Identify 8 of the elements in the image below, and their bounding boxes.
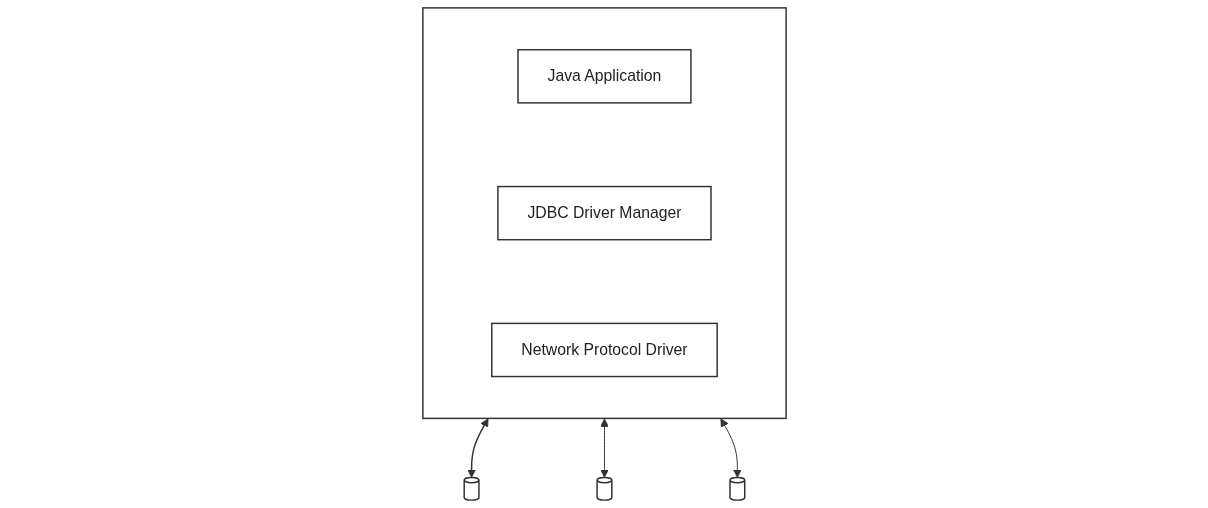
node-cylinder [728,476,745,501]
cluster [421,7,787,420]
node-cylinder [595,476,613,501]
arrow [466,418,488,478]
node-box: JDBC Driver Manager [496,185,712,241]
node-box: Network Protocol Driver [490,322,718,378]
node-box: Java Application [516,48,692,104]
node-cylinder [463,476,480,501]
